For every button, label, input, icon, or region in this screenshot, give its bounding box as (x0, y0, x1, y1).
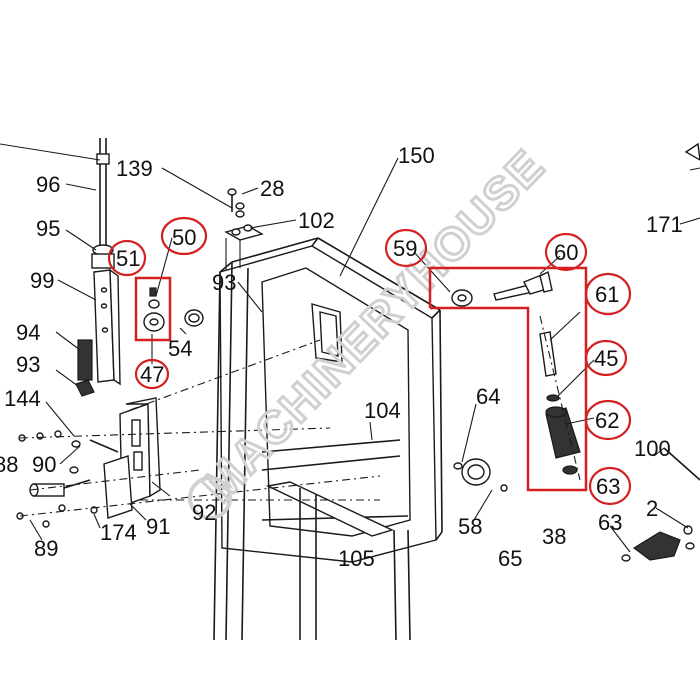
label-28: 28 (260, 176, 284, 201)
label-96: 96 (36, 172, 60, 197)
highlight-box-59-63 (428, 266, 588, 492)
label-102: 102 (298, 208, 335, 233)
circle-59 (384, 228, 428, 268)
circle-60 (544, 232, 588, 272)
label-63-lower: 63 (598, 510, 622, 535)
label-150: 150 (398, 143, 435, 168)
guide-bearing-parts (143, 287, 204, 332)
top-bracket (224, 188, 264, 270)
label-58: 58 (458, 514, 482, 539)
label-171: 171 (646, 212, 683, 237)
label-99: 99 (30, 268, 54, 293)
label-144: 144 (4, 386, 41, 411)
label-90: 90 (32, 452, 56, 477)
label-47: 47 (140, 362, 164, 387)
circle-61 (584, 272, 632, 316)
label-93-frame: 93 (212, 270, 236, 295)
leader-lines (0, 143, 700, 553)
guide-holder-assembly (16, 339, 381, 528)
label-139: 139 (116, 156, 153, 181)
highlight-box-50-47 (134, 276, 172, 342)
label-64: 64 (476, 384, 500, 409)
label-174: 174 (100, 520, 137, 545)
label-100: 100 (634, 436, 671, 461)
label-60: 60 (554, 240, 578, 265)
tension-handle-parts (451, 270, 581, 481)
watermark-ring (188, 476, 232, 520)
label-2: 2 (646, 496, 658, 521)
highlight-circles (107, 216, 632, 506)
label-38: 38 (542, 524, 566, 549)
label-62: 62 (595, 408, 619, 433)
label-95: 95 (36, 216, 60, 241)
label-104: 104 (364, 398, 401, 423)
circle-50 (160, 216, 208, 256)
label-51: 51 (116, 246, 140, 271)
label-45: 45 (594, 346, 618, 371)
part-labels: 150 139 28 96 102 95 51 50 59 60 171 99 … (0, 143, 683, 571)
label-65: 65 (498, 546, 522, 571)
circle-62 (584, 399, 632, 441)
guide-post-assembly (75, 138, 121, 397)
circle-47 (134, 358, 170, 390)
label-94: 94 (16, 320, 40, 345)
frame-body (213, 237, 443, 641)
label-61: 61 (595, 282, 619, 307)
label-59: 59 (393, 236, 417, 261)
lock-knob-parts (453, 458, 508, 492)
circle-63 (588, 466, 632, 506)
right-side-parts (621, 142, 700, 562)
label-105: 105 (338, 546, 375, 571)
label-92: 92 (192, 500, 216, 525)
label-63-right: 63 (596, 474, 620, 499)
label-93-spring: 93 (16, 352, 40, 377)
circle-45 (584, 339, 628, 377)
label-91: 91 (146, 514, 170, 539)
label-50: 50 (172, 225, 196, 250)
highlight-boxes (134, 266, 588, 492)
label-88: 88 (0, 452, 18, 477)
circle-51 (107, 239, 147, 277)
small-screws (16, 430, 66, 528)
label-54: 54 (168, 336, 192, 361)
label-89: 89 (34, 536, 58, 561)
